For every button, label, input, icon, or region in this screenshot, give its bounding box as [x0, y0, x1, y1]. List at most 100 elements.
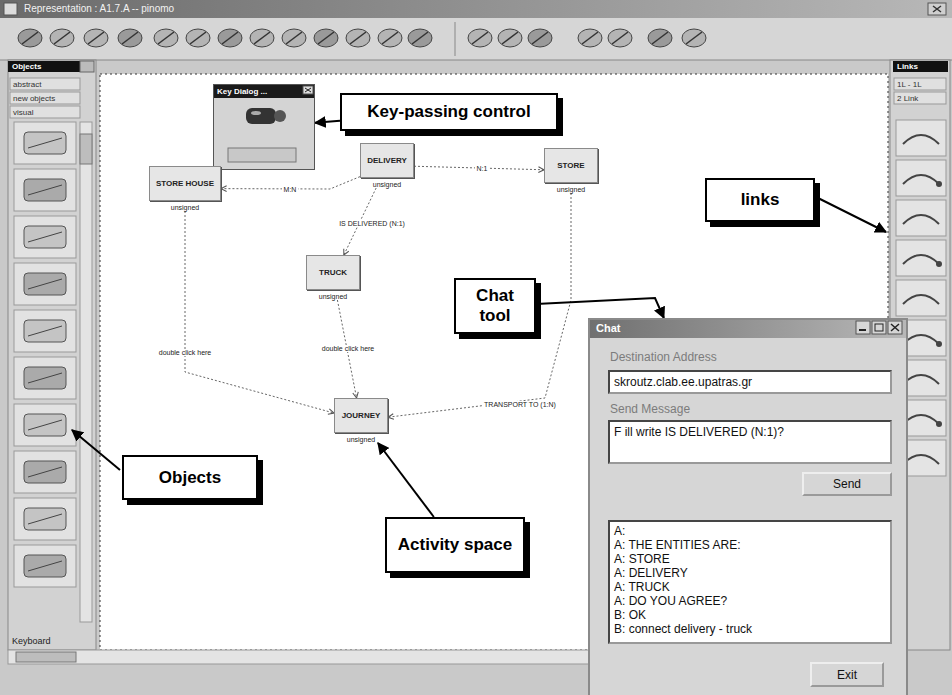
- object-tile: [14, 216, 76, 258]
- callout-text: Objects: [159, 468, 221, 488]
- callout-box: Objects: [122, 455, 258, 500]
- chat-line: B: OK: [614, 608, 886, 622]
- object-icon: [24, 320, 66, 342]
- scroll-thumb: [80, 134, 92, 164]
- minimize-button: [856, 321, 870, 334]
- field-label: Send Message: [610, 402, 690, 416]
- panel-tab: [10, 78, 80, 90]
- tool-icon: [608, 29, 632, 47]
- link-tile: [896, 240, 946, 276]
- object-icon: [24, 414, 66, 436]
- tool-icon: [686, 32, 702, 44]
- link-tile: [896, 160, 946, 196]
- tool-icon: [84, 29, 108, 47]
- field-text: skroutz.clab.ee.upatras.gr: [614, 375, 886, 389]
- object-icon: [24, 508, 66, 530]
- object-tile: [14, 263, 76, 305]
- callout-text: Chat tool: [464, 286, 526, 325]
- panel-button: [80, 61, 94, 72]
- maximize-glyph: [875, 324, 883, 331]
- object-icon: [24, 273, 66, 295]
- button-text: Send: [833, 477, 861, 491]
- link-label: TRANSPORT TO (1:N): [482, 401, 558, 408]
- object-icon: [28, 232, 62, 242]
- title-bar: [0, 0, 952, 18]
- tool-icon: [254, 32, 270, 44]
- object-icon: [24, 555, 66, 577]
- leader-arrow: [818, 198, 886, 232]
- link-label: N:1: [475, 165, 490, 172]
- panel-tab: [894, 78, 946, 90]
- tool-icon: [468, 29, 492, 47]
- close-button: [928, 3, 946, 15]
- object-tile: [14, 169, 76, 211]
- entity-status: unsigned: [318, 293, 348, 300]
- objects-panel: [8, 60, 96, 650]
- leader-arrow: [72, 430, 120, 470]
- link-icon: [903, 255, 939, 264]
- callout-text: links: [741, 190, 780, 210]
- tool-icon: [218, 29, 242, 47]
- tool-icon: [532, 32, 548, 44]
- chat-line: A:: [614, 524, 886, 538]
- link-label: double click here: [320, 345, 377, 352]
- tool-icon: [282, 29, 306, 47]
- link-tile: [896, 280, 946, 316]
- object-tile: [14, 310, 76, 352]
- chat-line: A: THE ENTITIES ARE:: [614, 538, 886, 552]
- entity-name: DELIVERY: [367, 156, 407, 165]
- tool-icon: [318, 32, 334, 44]
- app-icon: [4, 3, 17, 15]
- button-text: Exit: [837, 668, 857, 682]
- link-label: M:N: [282, 186, 299, 193]
- panel-header: [8, 61, 80, 72]
- tool-icon: [472, 32, 488, 44]
- callout-box: Chat tool: [454, 278, 536, 334]
- callout-arrow: [315, 121, 340, 123]
- entity-name: STORE: [551, 161, 591, 170]
- object-tile: [14, 498, 76, 540]
- entity-outline: STORE: [544, 148, 598, 183]
- scrollbar: [80, 122, 92, 622]
- object-icon: [28, 138, 62, 148]
- link-icon: [936, 181, 942, 187]
- relationship-link: [388, 193, 571, 417]
- object-icon: [28, 279, 62, 289]
- chat-line: B: connect delivery - truck: [614, 622, 886, 636]
- panel-tab: [10, 106, 80, 118]
- link-icon: [903, 135, 939, 144]
- object-icon: [28, 326, 62, 336]
- tool-icon: [346, 29, 370, 47]
- key-dialog-window: Key Dialog ...: [213, 84, 315, 170]
- link-icon: [903, 215, 939, 224]
- object-icon: [28, 373, 62, 383]
- link-icon: [903, 175, 939, 184]
- tool-icon: [408, 29, 432, 47]
- object-icon: [24, 226, 66, 248]
- link-icon: [903, 415, 939, 424]
- panel-label: new objects: [13, 94, 55, 103]
- field-label: Destination Address: [610, 350, 717, 364]
- tool-icon: [378, 29, 402, 47]
- entity-box: DELIVERYunsigned: [360, 143, 414, 188]
- link-icon: [936, 261, 942, 267]
- entity-name: STORE HOUSE: [156, 179, 214, 188]
- object-tile: [14, 451, 76, 493]
- object-tile: [14, 357, 76, 399]
- tool-icon: [498, 29, 522, 47]
- panel-tab: [894, 92, 946, 104]
- callout-text: Key-passing control: [367, 102, 530, 122]
- tool-icon: [314, 29, 338, 47]
- panel-label: 2 Link: [897, 94, 918, 103]
- text-field: skroutz.clab.ee.upatras.gr: [608, 370, 892, 394]
- tool-icon: [222, 32, 238, 44]
- scroll-thumb: [16, 652, 76, 662]
- object-icon: [28, 514, 62, 524]
- field-text: F ill write IS DELIVERED (N:1)?: [614, 425, 886, 439]
- entity-name: TRUCK: [313, 268, 353, 277]
- entity-outline: TRUCK: [306, 255, 360, 290]
- tool-icon: [88, 32, 104, 44]
- link-icon: [936, 421, 942, 427]
- entity-name: JOURNEY: [341, 411, 381, 420]
